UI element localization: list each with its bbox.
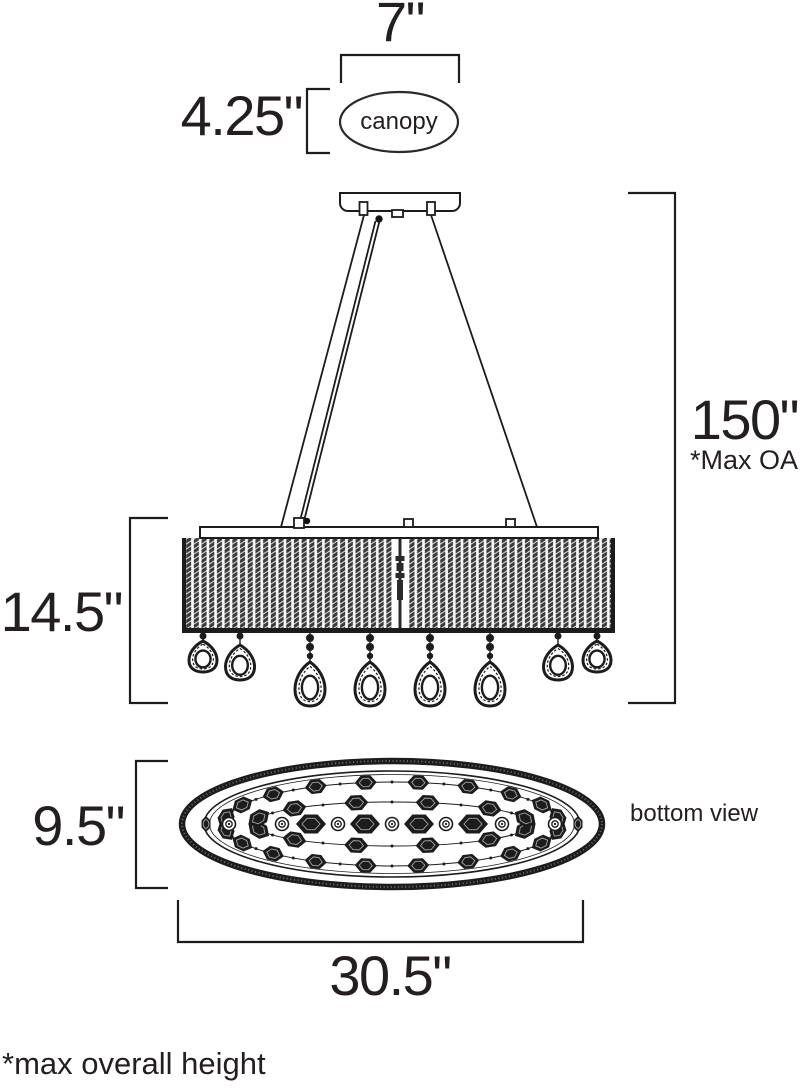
footnote-label: *max overall height [2,1046,266,1081]
shade-top-bar [199,526,599,539]
overall-height-bracket [628,191,677,705]
fixture-height-label: 14.5" [0,580,124,643]
shade-center-stem [395,556,405,600]
rod-line-b [303,220,381,520]
crystal-drops [187,631,613,708]
shade-edge-right [611,538,615,633]
shade-tab-right [505,518,516,528]
overall-height-label: 150" [690,388,800,451]
bottom-view-label: bottom view [630,800,759,827]
canopy-height-label: 4.25" [180,84,304,147]
bottom-view-drawing [178,757,606,891]
shade-bottom-rim [182,628,615,633]
fixture-width-bracket [176,900,585,944]
shade-tab-center [403,518,414,528]
bottom-depth-bracket [134,759,168,890]
plate-clip-left [358,201,369,216]
plate-notch [391,209,404,218]
fixture-height-bracket [128,516,168,705]
fixture-width-label: 30.5" [329,944,452,1007]
rod-top-connector [375,215,383,223]
canopy-outline [338,90,460,154]
shade-rod-fitting [293,517,305,529]
dimension-brackets [128,53,677,944]
canopy-text-label: canopy [360,108,438,135]
ceiling-plate [339,192,461,218]
bottom-depth-label: 9.5" [32,794,125,857]
drum-shade [182,517,615,633]
plate-clip-right [426,201,436,216]
canopy-height-bracket [305,87,330,155]
suspension-wires [280,214,538,528]
rod-line-a [299,220,377,520]
canopy-width-bracket [339,53,461,83]
wire-left [280,214,365,528]
shade-edge-left [182,538,186,633]
overall-height-note: *Max OA [689,445,798,475]
wire-right [430,214,538,528]
shade-rod-knob [303,517,311,525]
canopy-width-label: 7" [375,0,426,53]
